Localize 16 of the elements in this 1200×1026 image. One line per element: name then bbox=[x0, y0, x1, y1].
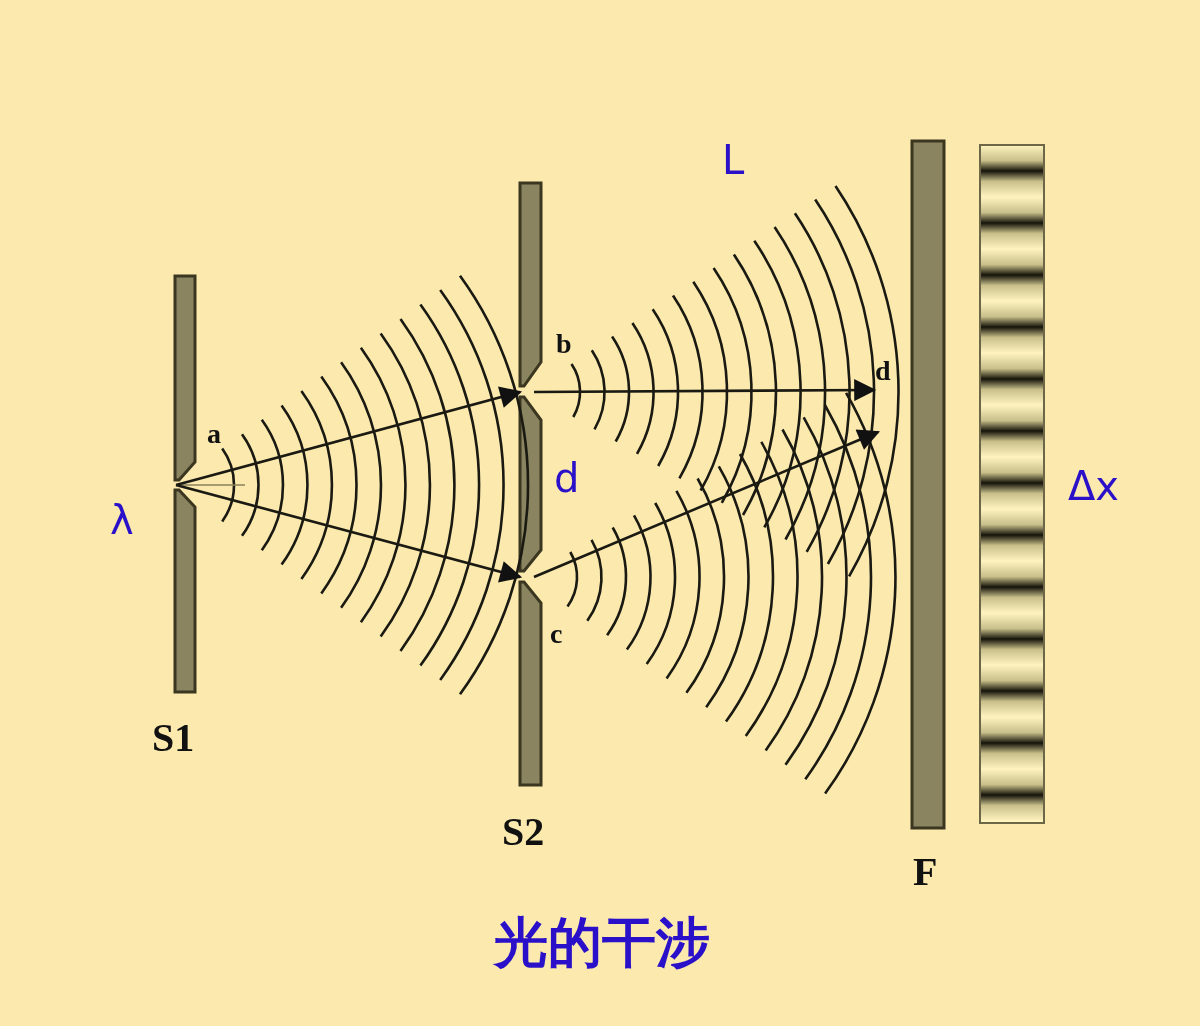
arrow bbox=[175, 483, 523, 583]
arrow bbox=[175, 386, 523, 487]
arrow bbox=[534, 379, 877, 402]
arrow bbox=[533, 429, 881, 579]
slit-spacing-label: d bbox=[554, 458, 580, 498]
caption: 光的干涉 bbox=[494, 916, 710, 970]
barrier-label: S1 bbox=[152, 718, 195, 758]
fringe-spacing-label: Δx bbox=[1068, 466, 1120, 506]
point-label: c bbox=[550, 620, 563, 648]
distance-label: L bbox=[722, 140, 745, 180]
point-label: d bbox=[875, 357, 891, 385]
point-label: b bbox=[556, 330, 572, 358]
wavelength-symbol: λ bbox=[110, 500, 134, 540]
point-label: a bbox=[207, 420, 221, 448]
screen-label: F bbox=[913, 852, 938, 892]
barrier-label: S2 bbox=[502, 812, 545, 852]
